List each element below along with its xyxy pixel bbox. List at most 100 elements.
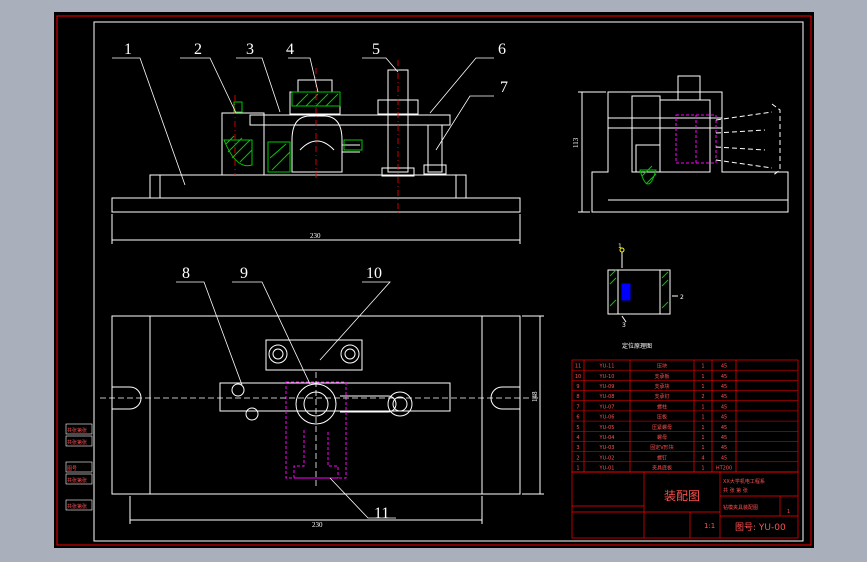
bom-cell-mat: 45 [721, 394, 727, 400]
bom-cell-name: 压块 [657, 363, 667, 370]
bom-cell-mat: 45 [721, 404, 727, 410]
inner-frame [93, 21, 804, 542]
title-school: XX大学机电工程系 [723, 478, 765, 485]
bom-cell-qty: 4 [701, 455, 704, 461]
detail-title: 定位原理图 [622, 342, 652, 350]
bom-cell-no: 3 [576, 445, 579, 451]
bom-cell-mat: 45 [721, 374, 727, 380]
plan-view-centerlines [100, 372, 540, 486]
side-note-3: 图号 [67, 466, 77, 472]
part-number-9: 9 [240, 265, 248, 282]
bom-cell-code: YU-05 [599, 425, 615, 431]
bom-cell-name: 螺钉 [657, 454, 667, 461]
title-project: 钻模夹具装配图 [723, 504, 758, 511]
bom-cell-code: YU-04 [599, 435, 615, 441]
bom-cell-mat: 45 [721, 425, 727, 431]
bom-cell-no: 6 [576, 415, 579, 421]
drawing-background [54, 12, 814, 548]
bom-cell-name: 夹具底板 [652, 464, 672, 471]
detail-mark-2: 2 [680, 294, 684, 301]
bom-cell-name: 压板 [657, 414, 667, 421]
bom-cell-qty: 1 [701, 435, 704, 441]
part-number-3: 3 [246, 41, 254, 58]
bom-cell-name: 固定V形块 [650, 444, 673, 451]
part-number-5: 5 [372, 41, 380, 58]
bom-cell-mat: 45 [721, 435, 727, 441]
bom-cell-qty: 2 [701, 394, 704, 400]
bom-cell-qty: 1 [701, 465, 704, 471]
bom-cell-qty: 1 [701, 425, 704, 431]
bom-cell-code: YU-01 [599, 465, 615, 471]
bom-cell-no: 11 [575, 364, 581, 370]
front-width-dimension: 230 [310, 232, 321, 240]
detail-mark-1: 1 [618, 243, 622, 250]
outer-frame [56, 15, 812, 546]
bom-cell-qty: 1 [701, 364, 704, 370]
bom-cell-qty: 1 [701, 445, 704, 451]
bom-cell-qty: 1 [701, 415, 704, 421]
part-number-11: 11 [374, 505, 389, 522]
bom-cell-qty: 1 [701, 384, 704, 390]
part-number-1: 1 [124, 41, 132, 58]
side-height-dimension: 113 [572, 137, 580, 148]
bom-cell-name: 压紧螺母 [652, 424, 672, 431]
bom-cell-mat: 45 [721, 455, 727, 461]
bom-table [571, 359, 799, 473]
title-sheet-label: 共 张 第 张 [723, 487, 748, 494]
bom-cell-no: 5 [576, 425, 579, 431]
bom-cell-name: 支承板 [654, 373, 669, 380]
bom-cell-code: YU-08 [599, 394, 615, 400]
bom-cell-no: 2 [576, 455, 579, 461]
bom-cell-mat: 45 [721, 445, 727, 451]
side-note-5: 共张第张 [67, 503, 87, 510]
bom-cell-name: 螺柱 [657, 403, 667, 410]
side-view-hidden [675, 114, 717, 164]
side-note-1: 共张第张 [67, 427, 87, 434]
bom-cell-no: 10 [575, 374, 581, 380]
plan-width-dimension: 230 [312, 521, 323, 529]
bom-cell-no: 4 [576, 435, 579, 441]
bom-cell-no: 8 [576, 394, 579, 400]
side-view-hatch [639, 165, 657, 185]
drawing-scale: 1:1 [704, 522, 715, 530]
bom-cell-mat: 45 [721, 364, 727, 370]
title-sheet-count: 1 [787, 509, 790, 515]
bom-cell-name: 支承钉 [654, 393, 669, 400]
plan-height-dimension: 148 [531, 391, 539, 402]
part-number-2: 2 [194, 41, 202, 58]
bom-cell-no: 9 [576, 384, 579, 390]
part-number-10: 10 [366, 265, 382, 282]
bom-cell-qty: 1 [701, 374, 704, 380]
plan-view [111, 315, 544, 524]
leader-lines [112, 57, 494, 519]
part-number-4: 4 [286, 41, 294, 58]
bom-cell-mat: 45 [721, 415, 727, 421]
drawing-number: 图号: YU-00 [735, 522, 786, 533]
bom-cell-mat: HT200 [716, 465, 732, 471]
bom-cell-code: YU-11 [599, 364, 615, 370]
locating-detail [607, 252, 678, 323]
bom-cell-code: YU-10 [599, 374, 615, 380]
bom-cell-mat: 45 [721, 384, 727, 390]
bom-cell-name: 螺母 [657, 434, 667, 441]
bom-cell-code: YU-03 [599, 445, 615, 451]
front-view-centerlines [234, 60, 399, 215]
bom-cell-code: YU-06 [599, 415, 615, 421]
title-block [571, 471, 799, 539]
bom-cell-no: 1 [576, 465, 579, 471]
bom-cell-name: 支承块 [654, 383, 669, 390]
bom-cell-code: YU-02 [599, 455, 615, 461]
side-view [578, 75, 789, 213]
detail-marker-dot [619, 247, 625, 253]
side-view-drill [715, 103, 781, 177]
drawing-name: 装配图 [664, 489, 700, 503]
side-note-4: 共张第张 [67, 477, 87, 484]
bom-cell-qty: 1 [701, 404, 704, 410]
left-notes [65, 423, 93, 511]
bom-cell-no: 7 [576, 404, 579, 410]
locating-detail-hatch [609, 269, 669, 309]
part-number-6: 6 [498, 41, 506, 58]
part-number-7: 7 [500, 79, 508, 96]
